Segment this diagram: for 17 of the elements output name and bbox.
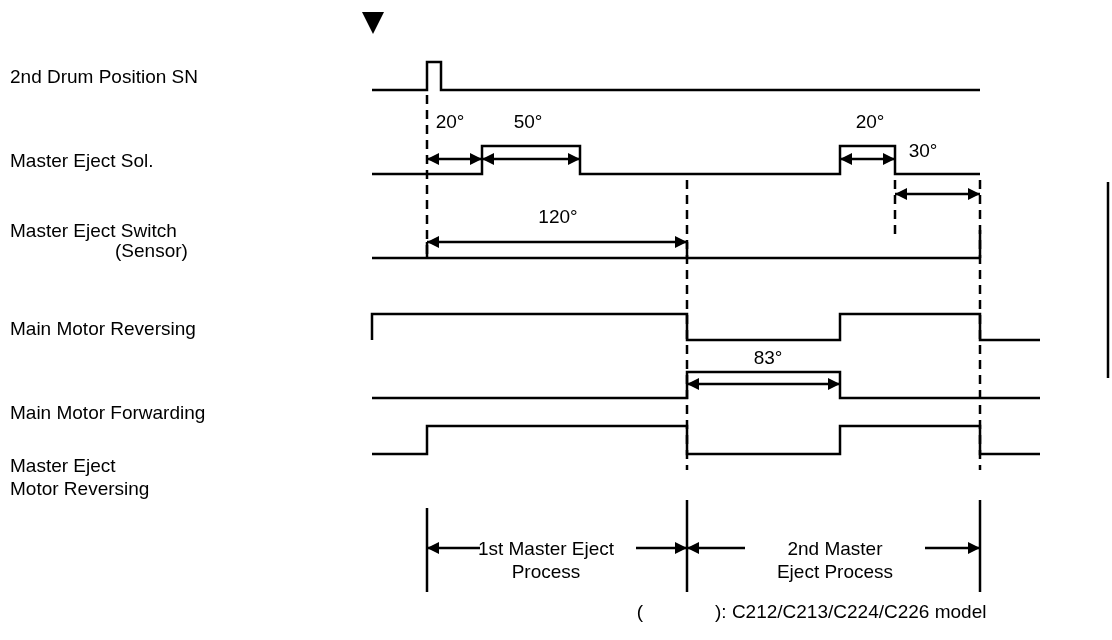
- footnote-symbol: (: [636, 599, 644, 623]
- process-label: 1st Master Eject Process: [476, 537, 616, 583]
- angle-label: 20°: [855, 109, 885, 133]
- angle-label: 83°: [753, 345, 783, 369]
- signal-name: Main Motor Reversing: [10, 316, 196, 340]
- signal-name: Master Eject Sol.: [10, 148, 154, 172]
- signal-name: Master Eject Switch: [10, 218, 177, 242]
- angle-label: 120°: [538, 204, 578, 228]
- angle-label: 20°: [435, 109, 465, 133]
- angle-label: 30°: [908, 138, 938, 162]
- signal-name: Main Motor Forwarding: [10, 400, 206, 424]
- signal-name: 2nd Drum Position SN: [10, 64, 198, 88]
- signal-name: Master Eject Motor Reversing: [10, 454, 151, 500]
- signal-name: (Sensor): [115, 239, 188, 262]
- footnote: ): C212/C213/C224/C226 model: [715, 599, 987, 623]
- process-label: 2nd Master Eject Process: [775, 537, 895, 583]
- angle-label: 50°: [513, 109, 543, 133]
